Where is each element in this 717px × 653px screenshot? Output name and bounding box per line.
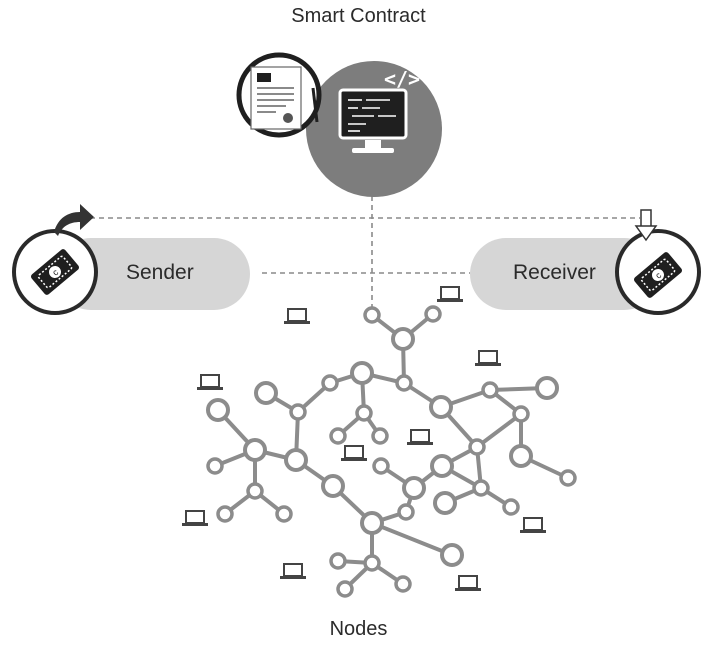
network-node: [350, 361, 374, 385]
dashed-connectors: [90, 196, 640, 310]
network-node: [284, 448, 308, 472]
code-monitor-icon: </>: [338, 67, 420, 153]
smart-contract-illustration: </>: [236, 52, 442, 197]
network-node: [559, 469, 577, 487]
token-symbol: c: [50, 267, 60, 278]
receive-arrow-icon: [634, 209, 658, 242]
network-node: [424, 305, 442, 323]
network-node: [394, 575, 412, 593]
network-node: [512, 405, 530, 423]
network-node: [395, 374, 413, 392]
network-node: [397, 503, 415, 521]
network-node: [355, 404, 373, 422]
network-node: [440, 543, 464, 567]
network-node: [468, 438, 486, 456]
network-node: [391, 327, 415, 351]
receiver-group: c: [470, 209, 701, 315]
smart-contract-title: Smart Contract: [291, 5, 426, 27]
network-node: [321, 374, 339, 392]
receiver-badge: c: [615, 209, 701, 315]
contract-document-icon: [236, 52, 322, 138]
network-node: [472, 479, 490, 497]
laptop-icon: [280, 563, 306, 579]
laptop-icon: [197, 374, 223, 390]
network-node: [429, 395, 453, 419]
sender-pill: [55, 238, 250, 310]
network-node: [216, 505, 234, 523]
network-node: [329, 427, 347, 445]
network-node: [481, 381, 499, 399]
receiver-label: Receiver: [513, 261, 596, 284]
network-node: [430, 454, 454, 478]
network-node: [321, 474, 345, 498]
network-node: [360, 511, 384, 535]
laptop-icon: [284, 308, 310, 324]
network-node: [206, 398, 230, 422]
network-node: [402, 476, 426, 500]
laptop-icon: [341, 445, 367, 461]
network-node: [509, 444, 533, 468]
network-node: [206, 457, 224, 475]
network-node: [289, 403, 307, 421]
network-node: [363, 554, 381, 572]
token-symbol: c: [653, 270, 663, 281]
laptop-icon: [437, 286, 463, 302]
network-edge: [475, 412, 523, 449]
sender-label: Sender: [126, 261, 194, 284]
network-node: [243, 438, 267, 462]
network-node: [246, 482, 264, 500]
laptop-icon: [407, 429, 433, 445]
network-node: [336, 580, 354, 598]
network-node: [433, 491, 457, 515]
laptop-icon: [455, 575, 481, 591]
sender-badge: c: [12, 204, 98, 315]
network-node: [372, 457, 390, 475]
network-node: [254, 381, 278, 405]
sender-group: c: [12, 204, 250, 315]
code-glyph: </>: [384, 67, 420, 91]
receiver-pill: [470, 238, 660, 310]
laptop-icon: [182, 510, 208, 526]
network-nodes: [206, 305, 577, 598]
network-node: [329, 552, 347, 570]
network-node: [502, 498, 520, 516]
laptop-icons: [182, 286, 546, 591]
network-node: [363, 306, 381, 324]
send-arrow-icon: [54, 204, 94, 236]
network-node: [371, 427, 389, 445]
network-node: [535, 376, 559, 400]
laptop-icon: [520, 517, 546, 533]
nodes-label: Nodes: [329, 618, 388, 640]
laptop-icon: [475, 350, 501, 366]
ticket-icon: c: [634, 252, 682, 298]
network-edge: [370, 521, 454, 557]
ticket-icon: c: [31, 249, 79, 295]
network-node: [275, 505, 293, 523]
